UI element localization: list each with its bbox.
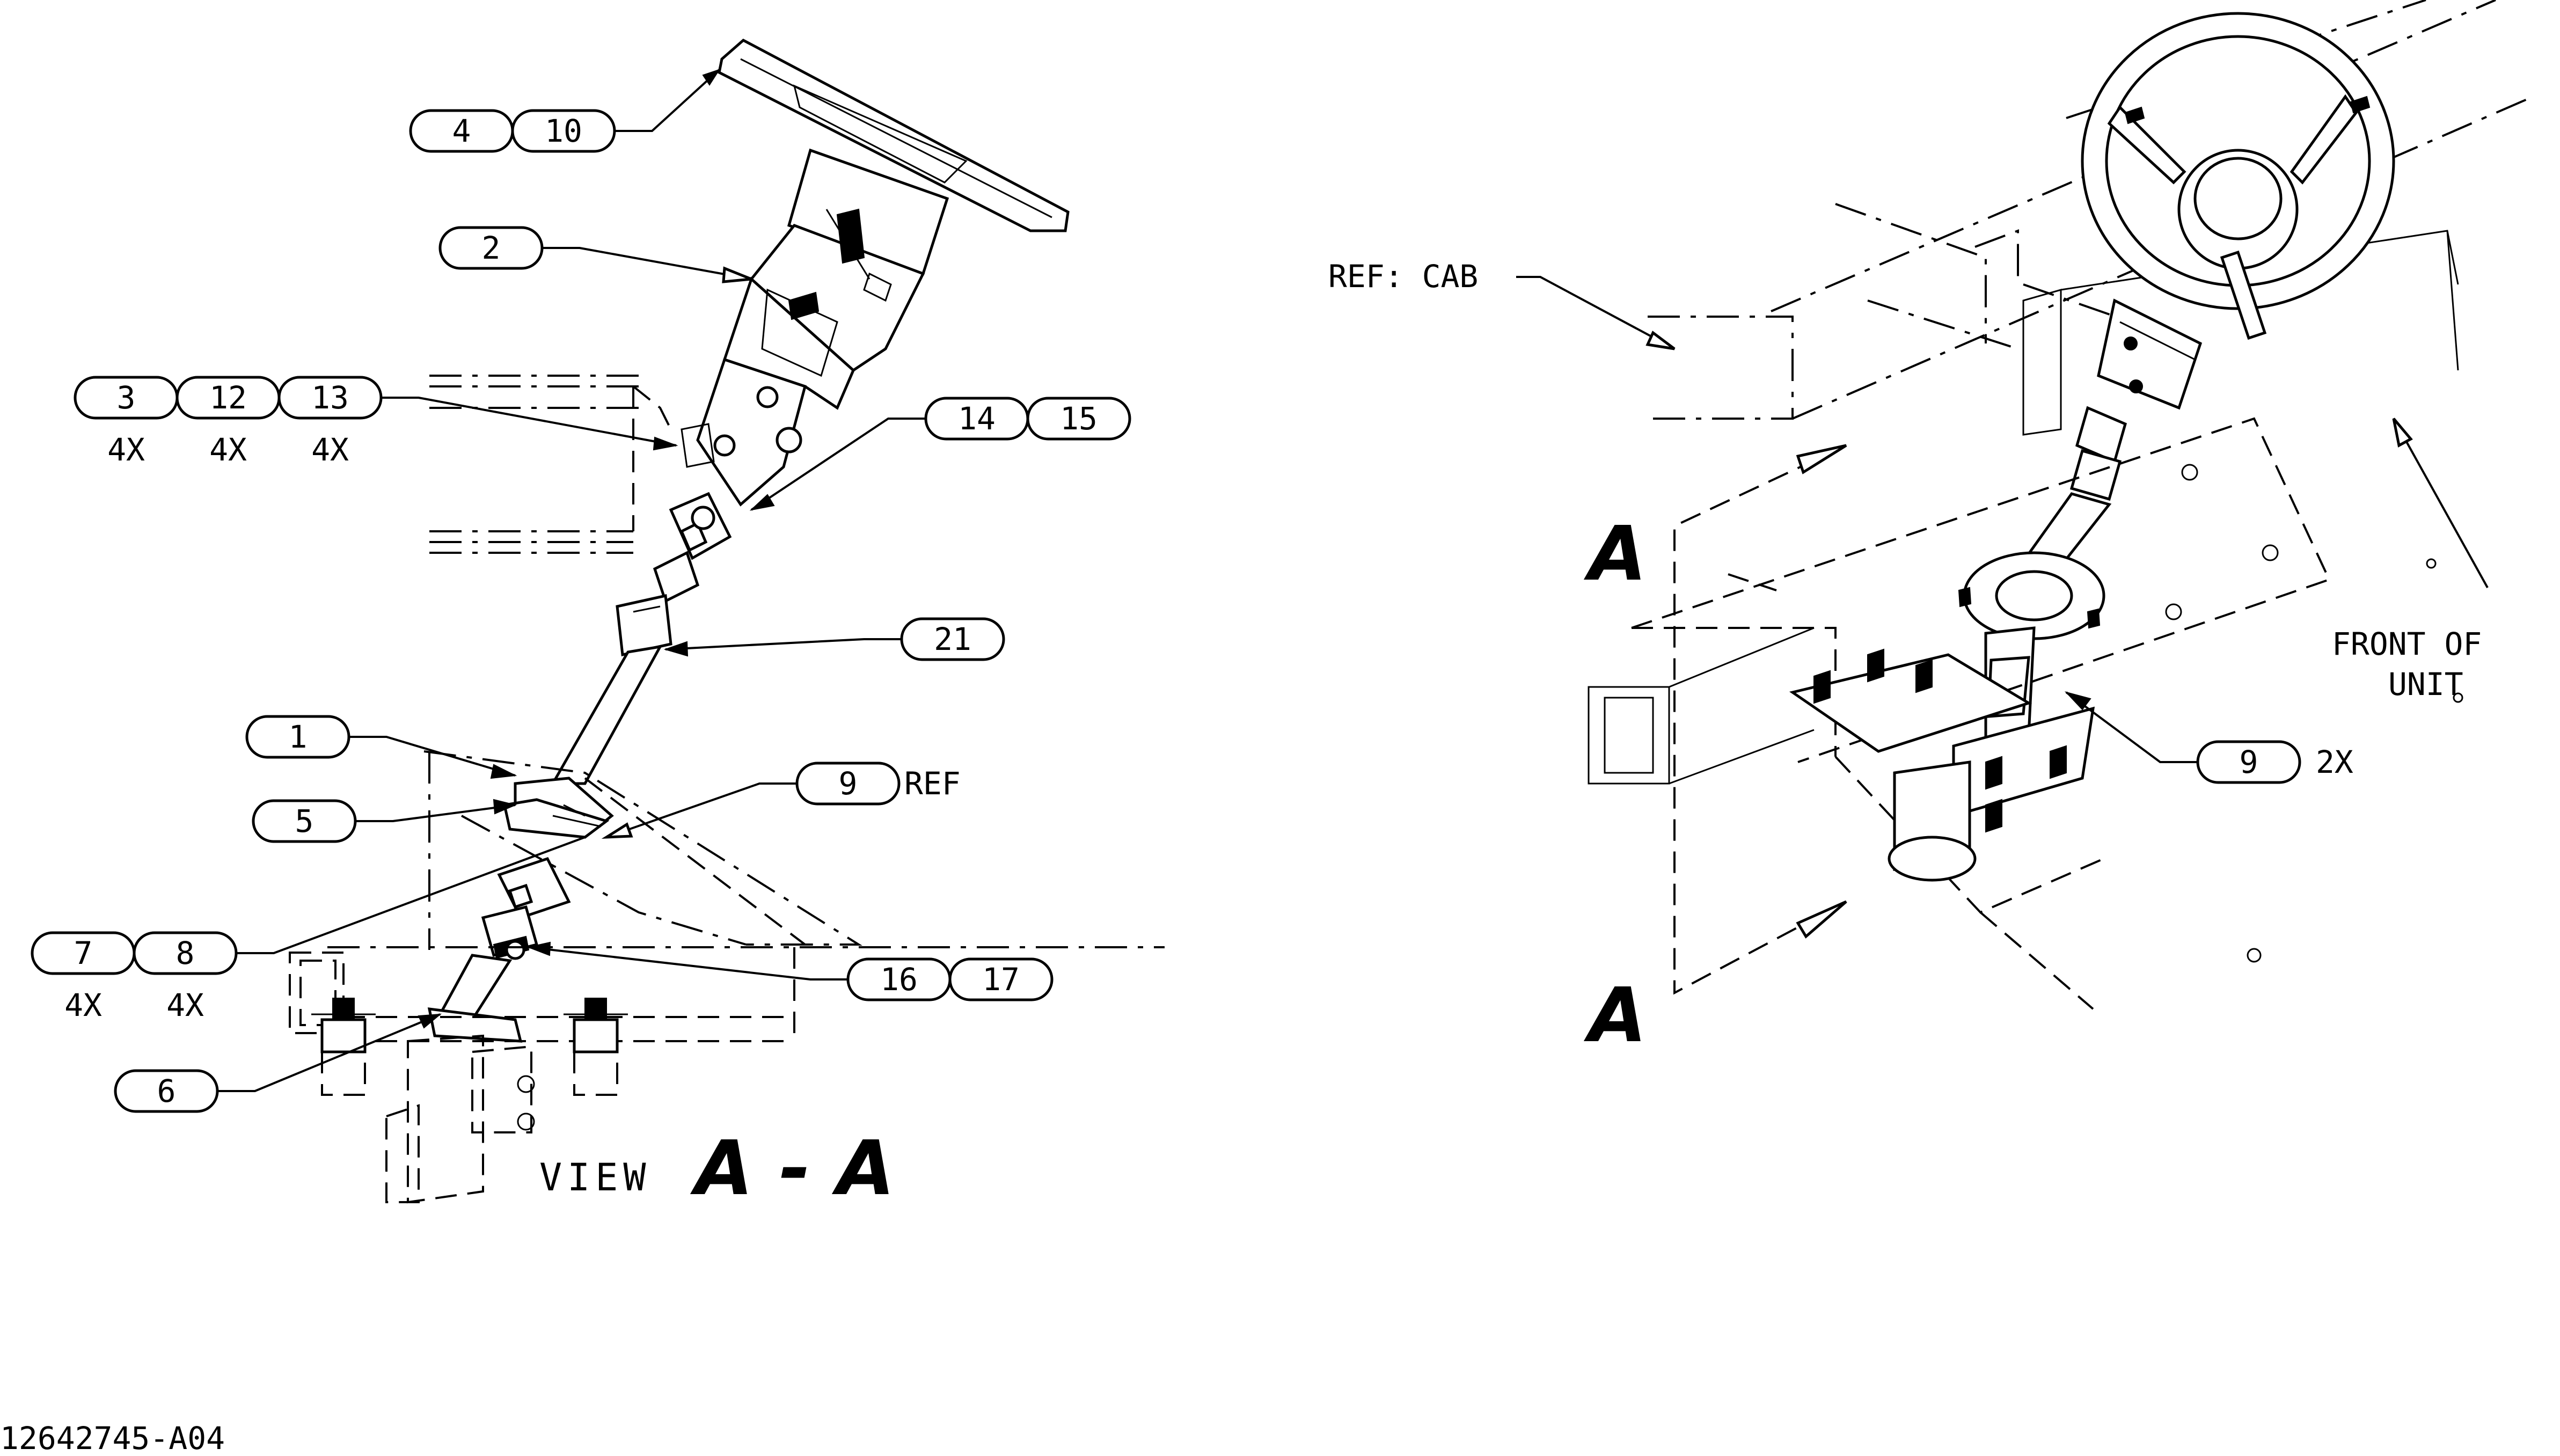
- svg-text:UNIT: UNIT: [2388, 666, 2463, 703]
- svg-text:17: 17: [982, 961, 1020, 998]
- callout-5: 5: [252, 799, 357, 843]
- callout-9-ref: 9 REF: [795, 762, 961, 806]
- svg-text:8: 8: [176, 935, 195, 971]
- callout-2: 2: [438, 226, 544, 270]
- svg-text:4X: 4X: [311, 431, 349, 468]
- svg-text:2: 2: [482, 230, 501, 266]
- view-label: VIEW A - A: [539, 1125, 895, 1212]
- steering-column-iso: [1958, 298, 2203, 742]
- svg-text:VIEW: VIEW: [539, 1155, 652, 1199]
- svg-text:4X: 4X: [107, 431, 145, 468]
- callout-7: 7 4X: [31, 931, 136, 1023]
- front-of-unit-note: FRONT OF UNIT: [2332, 418, 2489, 703]
- view-a-a-assembly: 4 10 2 3 4X 12 4X 13 4X: [31, 38, 1165, 1212]
- svg-text:REF: REF: [904, 765, 961, 802]
- svg-text:4X: 4X: [64, 987, 102, 1023]
- svg-text:REF: CAB: REF: CAB: [1328, 258, 1478, 295]
- callout-3: 3 4X: [74, 376, 179, 468]
- cab-frame: [1648, 0, 2534, 436]
- steering-gear-drawing: [311, 998, 628, 1204]
- callout-9-2x: 9 2X: [2196, 740, 2353, 784]
- callout-1: 1: [245, 715, 350, 759]
- callout-4: 4: [409, 109, 514, 153]
- svg-text:10: 10: [545, 113, 582, 149]
- svg-text:14: 14: [958, 400, 996, 437]
- svg-text:4X: 4X: [166, 987, 204, 1023]
- isometric-assembly: A A REF: CAB FRONT OF UNIT 9 2X: [1328, 0, 2534, 1059]
- svg-text:FRONT OF: FRONT OF: [2332, 626, 2482, 662]
- callout-16: 16: [846, 957, 952, 1001]
- svg-text:15: 15: [1060, 400, 1098, 437]
- drawing-number: 12642745-A04: [0, 1420, 225, 1456]
- section-cut-line: A A: [1583, 444, 1847, 1059]
- steering-wheel-drawing: [718, 38, 1070, 232]
- section-mark-upper: A: [1583, 510, 1647, 598]
- svg-text:9: 9: [839, 765, 858, 802]
- callout-6: 6: [114, 1069, 219, 1113]
- floor-plate: [1588, 417, 2463, 1010]
- callout-8: 8 4X: [133, 931, 238, 1023]
- callout-21: 21: [900, 617, 1005, 661]
- steering-wheel-iso: [2081, 12, 2395, 340]
- svg-text:2X: 2X: [2316, 744, 2353, 780]
- callout-15: 15: [1026, 397, 1131, 441]
- svg-text:4: 4: [452, 113, 471, 149]
- svg-text:A - A: A - A: [690, 1125, 895, 1212]
- callout-10: 10: [511, 109, 616, 153]
- svg-text:7: 7: [74, 935, 93, 971]
- section-mark-lower: A: [1583, 972, 1647, 1059]
- svg-text:3: 3: [117, 379, 136, 416]
- svg-text:5: 5: [295, 803, 314, 839]
- ref-cab-note: REF: CAB: [1328, 258, 1676, 350]
- svg-text:4X: 4X: [209, 431, 247, 468]
- svg-text:12: 12: [209, 379, 247, 416]
- steering-column-drawing: [423, 148, 949, 1043]
- svg-text:21: 21: [934, 621, 971, 657]
- svg-text:16: 16: [880, 961, 918, 998]
- callout-17: 17: [948, 957, 1054, 1001]
- callout-12: 12 4X: [175, 376, 281, 468]
- svg-text:1: 1: [289, 719, 308, 755]
- callout-14: 14: [924, 397, 1029, 441]
- svg-text:9: 9: [2240, 744, 2258, 780]
- svg-text:6: 6: [157, 1073, 176, 1109]
- svg-text:13: 13: [311, 379, 349, 416]
- callout-13: 13 4X: [277, 376, 383, 468]
